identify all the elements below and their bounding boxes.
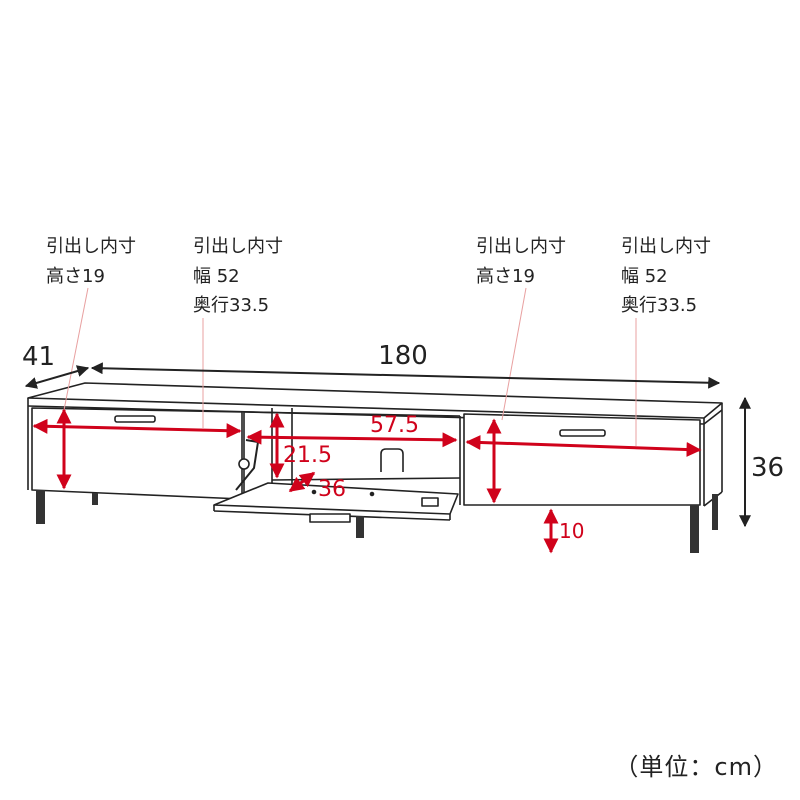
leg-height-value: 10 (559, 519, 584, 543)
width-arrow (90, 362, 721, 389)
label-line: 幅 52 (621, 266, 668, 287)
label-title: 引出し内寸 (46, 236, 136, 257)
label-left-drawer-size: 引出し内寸 幅 52 奥行33.5 (193, 236, 283, 316)
label-line: 奥行33.5 (621, 295, 697, 316)
label-line: 高さ19 (476, 266, 535, 287)
depth-value: 41 (22, 342, 55, 372)
label-title: 引出し内寸 (193, 236, 283, 257)
open-width-arrow (246, 429, 458, 448)
unit-note: （単位：cm） (614, 753, 778, 781)
label-right-drawer-height: 引出し内寸 高さ19 (476, 236, 566, 287)
overall-dimension-lines (24, 362, 751, 528)
open-depth-arrow (288, 471, 316, 493)
label-line: 奥行33.5 (193, 295, 269, 316)
open-height-value: 21.5 (283, 443, 332, 468)
label-right-drawer-size: 引出し内寸 幅 52 奥行33.5 (621, 236, 711, 316)
label-line: 幅 52 (193, 266, 240, 287)
label-title: 引出し内寸 (621, 236, 711, 257)
left-drawer-width-arrow (32, 418, 242, 439)
width-value: 180 (378, 341, 428, 371)
height-value: 36 (751, 453, 784, 483)
furniture-outline (27, 382, 723, 553)
label-line: 高さ19 (46, 266, 105, 287)
inner-dimension-lines (32, 408, 702, 554)
open-depth-value: 36 (318, 477, 346, 502)
label-left-drawer-height: 引出し内寸 高さ19 (46, 236, 136, 287)
depth-arrow (24, 365, 90, 389)
open-width-value: 57.5 (370, 413, 419, 438)
right-drawer-width-arrow (465, 434, 702, 458)
label-title: 引出し内寸 (476, 236, 566, 257)
